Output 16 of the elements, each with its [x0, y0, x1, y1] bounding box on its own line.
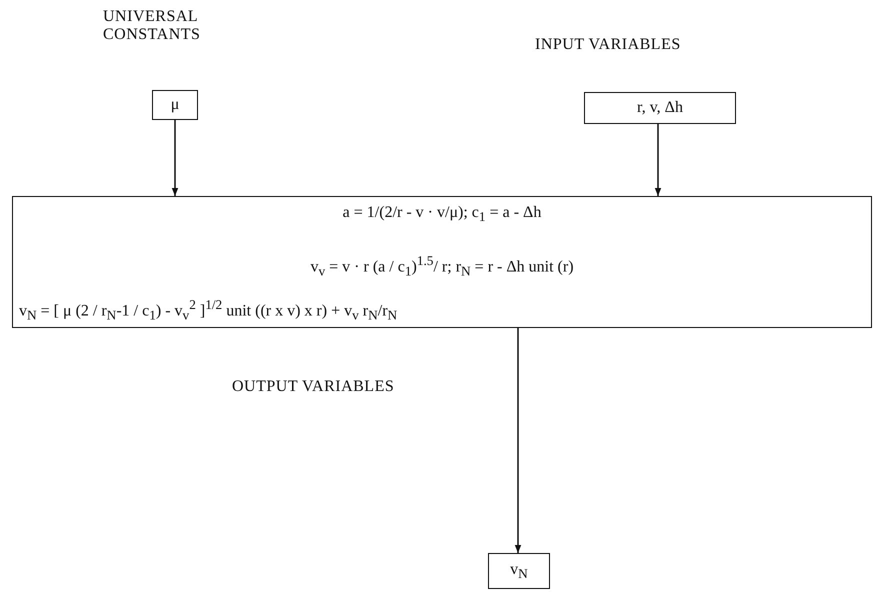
variable-text: μ	[170, 95, 180, 114]
variable-box	[488, 553, 550, 589]
variable-box	[152, 90, 198, 120]
heading-label: OUTPUT VARIABLES	[232, 378, 396, 396]
variable-text: r, v, Δh	[637, 98, 683, 118]
equation-text: v$_{N}$ = [ μ (2 / r$_{N}$-1 / c$_{1}$) - v$_{v}$$^{2}$ ]$^{1/2}$ unit ((r x v) x r) + v$_{v}$ r$_{N}$/r$_{N}$	[19, 297, 398, 324]
arrow	[172, 120, 178, 196]
variable-box	[584, 92, 736, 124]
equation-text: v$_{v}$ = v · r (a / c$_{1}$)$^{1.5}$/ r; r$_{N}$ = r - Δh unit (r)	[310, 253, 574, 280]
arrow	[654, 124, 662, 196]
heading-label: INPUT VARIABLES	[535, 36, 682, 54]
variable-text: v$_{N}$	[510, 560, 528, 582]
process-box	[12, 196, 872, 328]
equation-text: a = 1/(2/r - v · v/μ); c$_{1}$ = a - Δh	[342, 203, 542, 226]
heading-label: UNIVERSAL CONSTANTS	[103, 8, 202, 45]
arrow	[514, 328, 522, 553]
